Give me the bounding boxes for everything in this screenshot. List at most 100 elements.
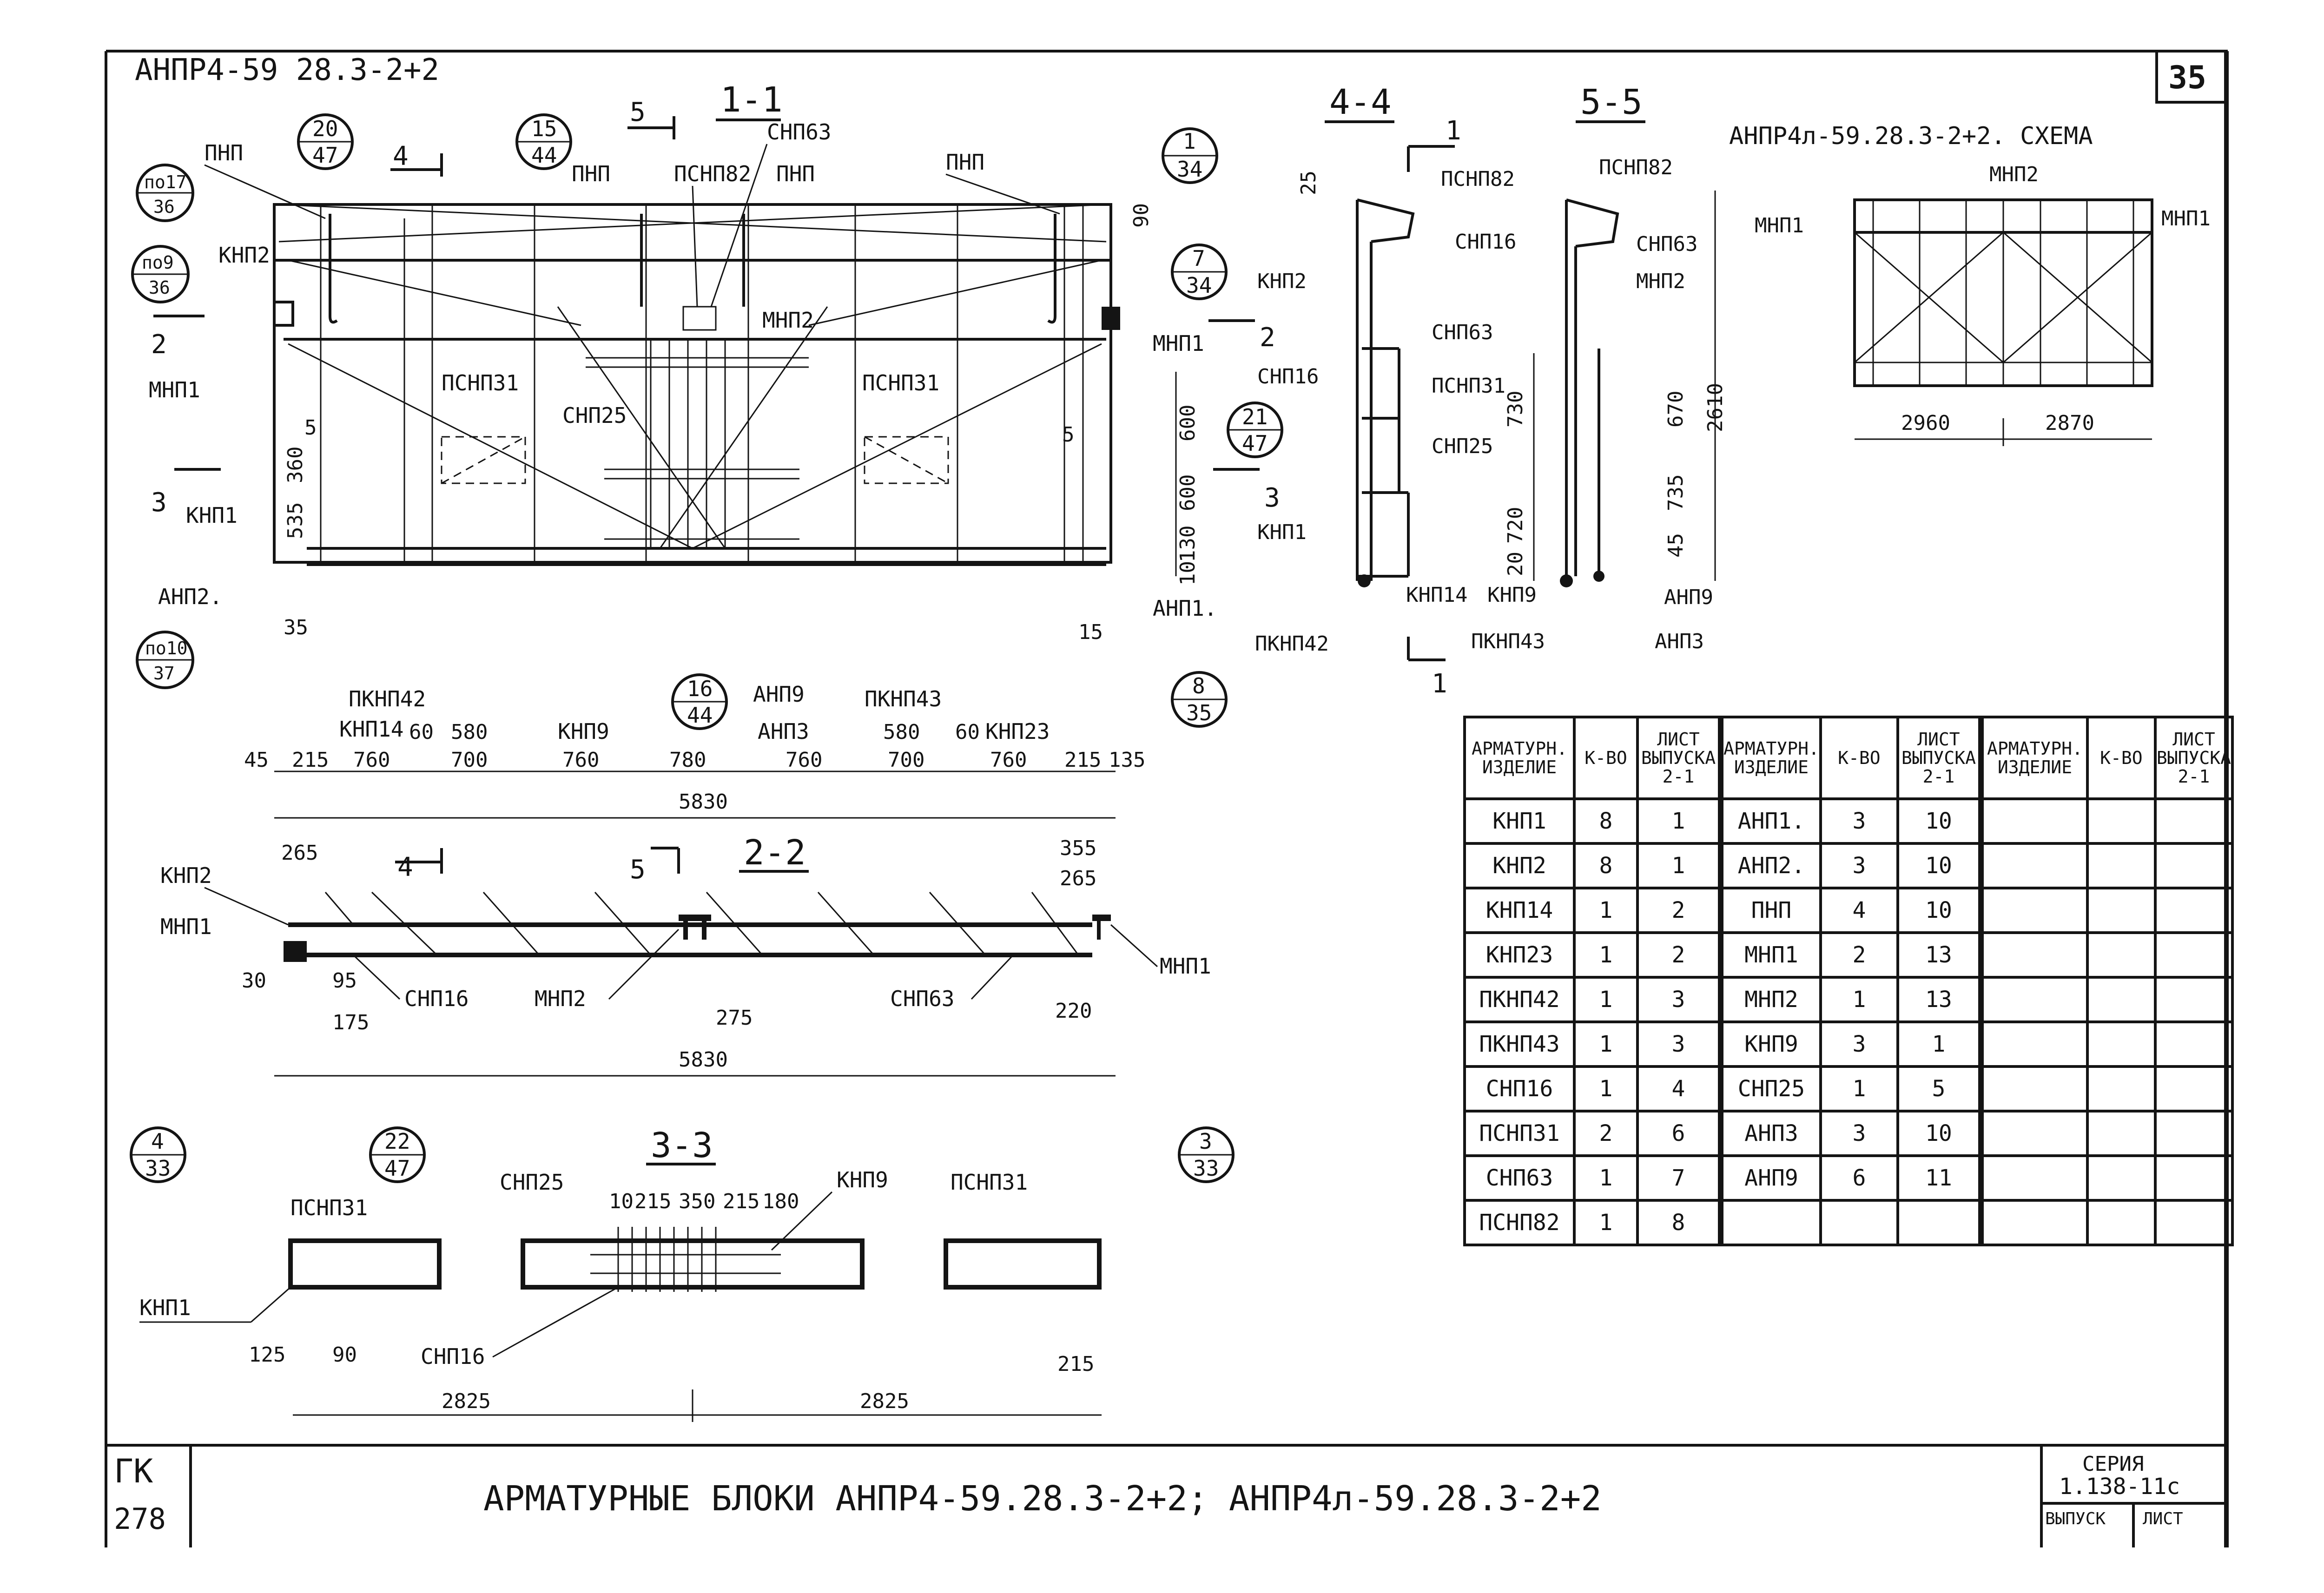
dim-580a: 580 [451,720,488,744]
callout-po17-36: по17 36 [136,164,194,222]
svg-text:21: 21 [1242,404,1268,429]
label-pnp-1: ПНП [205,140,243,165]
svg-text:2: 2 [151,329,167,360]
label-5-anp3: АНП3 [1655,630,1704,653]
series-label: СЕРИЯ [2082,1452,2144,1476]
callout-8-35: 8 35 [1171,671,1228,728]
dim-15: 15 [1078,620,1103,644]
dim-760c: 760 [786,748,822,772]
sheet-label: ЛИСТ [2143,1509,2183,1528]
label-knp2: КНП2 [218,243,270,268]
label-knp14: КНП14 [339,717,403,742]
dim-3-125: 125 [249,1343,285,1367]
svg-text:4: 4 [397,852,413,882]
drawing-title: АРМАТУРНЫЕ БЛОКИ АНПР4-59.28.3-2+2; АНПР… [483,1479,1602,1519]
callout-3-33: 3 33 [1178,1126,1235,1183]
label-5-snp63: СНП63 [1636,232,1697,256]
title-block: ГК 278 АРМАТУРНЫЕ БЛОКИ АНПР4-59.28.3-2+… [114,1452,2226,1547]
svg-text:1: 1 [1446,116,1461,146]
dim-3-215a: 215 [634,1190,671,1213]
svg-text:3: 3 [1264,483,1280,513]
label-anp9: АНП9 [753,682,805,707]
dim-2-275: 275 [716,1006,753,1030]
callout-7-34: 7 34 [1171,244,1228,300]
col-header-qty-2: К-ВО [1819,716,1899,800]
svg-text:36: 36 [153,197,175,217]
scheme-title: АНПР4л-59.28.3-2+2. СХЕМА [1729,122,2093,150]
svg-text:3: 3 [1199,1129,1212,1154]
col-header-item: АРМАТУРН. ИЗДЕЛИЕ [1463,716,1576,800]
svg-text:44: 44 [687,703,713,728]
scheme-view: АНПР4л-59.28.3-2+2. СХЕМА МНП2 МНП1 МНП1… [1729,122,2211,446]
section-3-3: 3-3 ПСНП31 СНП25 КНП9 ПСНП31 КНП1 СНП1 [139,1126,1102,1422]
svg-text:4: 4 [151,1129,164,1154]
drawing-code: АНПР4-59 28.3-2+2 [135,53,439,87]
svg-text:22: 22 [384,1129,410,1154]
specification-table: АРМАТУРН. ИЗДЕЛИЕ К-ВО ЛИСТ ВЫПУСКА 2-1 … [1463,716,2234,1246]
label-anp3: АНП3 [758,719,809,744]
label-2-snp63: СНП63 [890,986,954,1011]
label-3-snp16: СНП16 [421,1344,485,1369]
label-knp23: КНП23 [985,719,1050,744]
dim-760a: 760 [353,748,390,772]
label-4-snp25: СНП25 [1432,434,1493,458]
label-pnp-2: ПНП [572,161,610,186]
section-5-5: 5-5 ПСНП82 СНП16 СНП63 МНП2 КНП9 АНП9 ПК… [1455,82,1727,653]
series-value: 1.138-11с [2059,1474,2180,1500]
dim-700b: 700 [888,748,924,772]
dim-3-10: 10 [609,1190,634,1213]
label-pnp-3: ПНП [776,161,815,186]
callout-15-44: 15 44 [515,113,572,170]
dim-3-180: 180 [762,1190,799,1213]
callout-po9-36: по9 36 [131,245,190,303]
scheme-label-mnp2: МНП2 [1989,163,2039,186]
label-4-knp1: КНП1 [1257,520,1307,544]
label-4-dim-25: 25 [1297,171,1320,195]
svg-text:34: 34 [1186,273,1212,298]
dim-700a: 700 [451,748,488,772]
section-1-1: 1-1 [149,80,1217,819]
dim-215b: 215 [1064,748,1101,772]
label-2-knp2: КНП2 [160,863,212,888]
section-2-2: 2-2 4 5 КНП2 МНП1 С [160,833,1211,1077]
label-3-psnp31-right: ПСНП31 [951,1170,1028,1195]
svg-text:33: 33 [145,1156,171,1181]
label-4-snp16: СНП16 [1257,365,1319,388]
label-3-psnp31-left: ПСНП31 [290,1195,368,1220]
col-header-item-2: АРМАТУРН. ИЗДЕЛИЕ [1718,716,1822,800]
dim-5-45: 45 [1664,533,1688,558]
svg-text:1: 1 [1432,669,1447,699]
svg-text:47: 47 [384,1156,410,1181]
svg-text:15: 15 [531,116,557,141]
dim-3-215: 215 [1057,1352,1094,1376]
label-anp2: АНП2. [158,584,222,609]
svg-text:36: 36 [149,277,170,298]
callout-markers: 20 47 15 44 1 34 7 34 16 44 [130,113,1283,1183]
dim-2-265b: 265 [1060,867,1096,890]
dim-5830-top: 5830 [679,790,728,814]
label-snp63: СНП63 [767,119,831,145]
callout-4-33: 4 33 [130,1126,186,1183]
label-4-psnp82: ПСНП82 [1441,167,1515,191]
callout-1-34: 1 34 [1162,127,1218,184]
svg-text:37: 37 [153,663,175,684]
svg-text:33: 33 [1193,1156,1219,1181]
dim-580b: 580 [883,720,920,744]
svg-text:5: 5 [630,97,646,127]
svg-text:2: 2 [1260,323,1275,353]
dim-60b: 60 [955,720,980,744]
section-marks: 4 5 2 2 3 3 [151,97,1280,518]
section-4-4-title: 4-4 [1329,82,1392,122]
dim-2-175: 175 [332,1011,369,1034]
dim-2-220: 220 [1055,999,1092,1023]
dim-2-5830: 5830 [679,1048,728,1072]
scheme-dim-2960: 2960 [1901,411,1950,435]
svg-text:по9: по9 [142,252,174,273]
svg-text:4: 4 [393,141,409,171]
section-2-2-title: 2-2 [744,833,806,873]
